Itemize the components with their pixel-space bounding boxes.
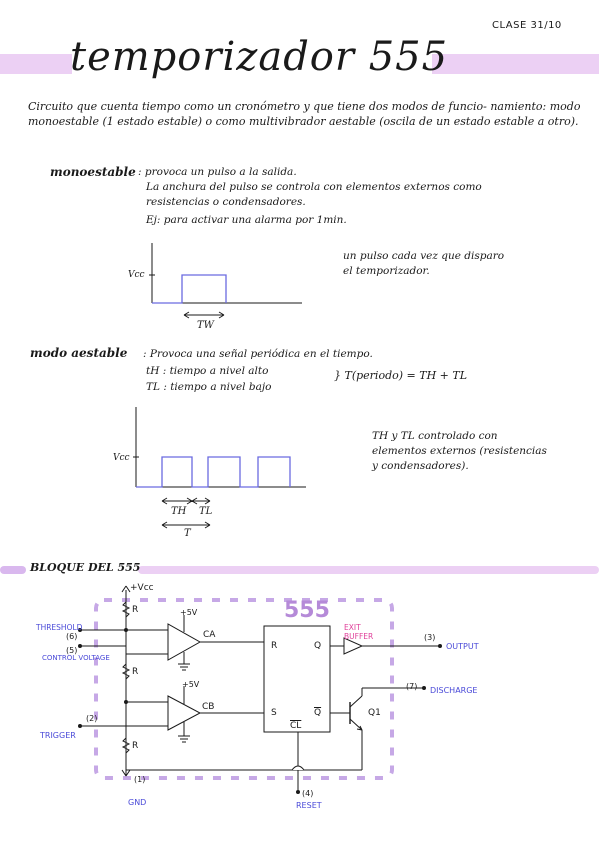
control-voltage-label: CONTROL VOLTAGE	[42, 654, 110, 662]
bloque-highlight-right	[138, 566, 599, 574]
class-date: CLASE 31/10	[492, 20, 562, 31]
bloque-highlight-left	[0, 566, 26, 574]
mono-label: monoestable	[50, 165, 136, 179]
aest-note-3: y condensadores).	[372, 460, 469, 472]
aest-line-1: : Provoca una señal periódica en el tiem…	[143, 348, 373, 360]
pin-1-label: (1)	[134, 775, 146, 784]
block-555-schematic	[78, 585, 442, 794]
buffer-label: BUFFER	[344, 632, 374, 641]
discharge-label: DISCHARGE	[430, 686, 478, 695]
aest-line-4: } T(periodo) = TH + TL	[334, 369, 468, 382]
vcc-label: +Vcc	[130, 583, 154, 593]
comparator-ca-label: CA	[203, 630, 216, 640]
exit-label: EXIT	[344, 623, 361, 632]
ff-r-label: R	[271, 641, 278, 651]
pin-2-label: (2)	[86, 714, 98, 723]
pin-3-label: (3)	[424, 633, 436, 642]
pin-7-label: (7)	[406, 682, 418, 691]
output-label: OUTPUT	[446, 642, 479, 651]
aest-waveform	[133, 407, 306, 529]
transistor-q1-label: Q1	[368, 708, 381, 718]
plus5v-b-label: +5V	[182, 680, 200, 689]
chip-label-555: 555	[284, 598, 330, 623]
mono-line-1: : provoca un pulso a la salida.	[138, 166, 297, 178]
mono-line-2: La anchura del pulso se controla con ele…	[146, 181, 482, 193]
mono-line-4: Ej: para activar una alarma por 1min.	[146, 214, 347, 226]
aest-note-2: elementos externos (resistencias	[372, 445, 547, 457]
aest-line-3: TL : tiempo a nivel bajo	[146, 381, 272, 393]
mono-tw-label: TW	[197, 320, 214, 331]
resistor-2-label: R	[132, 667, 139, 677]
comparator-cb-label: CB	[202, 702, 215, 712]
intro-paragraph: Circuito que cuenta tiempo como un cronó…	[28, 100, 581, 128]
aest-th-label: TH	[171, 506, 187, 517]
reset-label: RESET	[296, 801, 322, 810]
pin-4-label: (4)	[302, 789, 314, 798]
plus5v-a-label: +5V	[180, 608, 198, 617]
aest-line-2: tH : tiempo a nivel alto	[146, 365, 269, 377]
ff-qbar-label: Q	[314, 708, 322, 718]
title-highlight-left	[0, 54, 72, 74]
mono-note-2: el temporizador.	[343, 265, 430, 277]
mono-vcc-label: Vcc	[128, 270, 145, 280]
trigger-label: TRIGGER	[40, 731, 76, 740]
aest-tl-label: TL	[199, 506, 213, 517]
ff-q-label: Q	[314, 641, 322, 651]
aest-vcc-label: Vcc	[113, 453, 130, 463]
aest-label: modo aestable	[30, 346, 128, 360]
bloque-title: BLOQUE DEL 555	[30, 561, 141, 574]
mono-line-3: resistencias o condensadores.	[146, 196, 306, 208]
page-title: temporizador 555	[70, 34, 449, 80]
ff-s-label: S	[271, 708, 277, 718]
aest-t-label: T	[184, 528, 191, 539]
resistor-3-label: R	[132, 741, 139, 751]
threshold-label: THRESHOLD	[36, 623, 83, 632]
mono-note-1: un pulso cada vez que disparo	[343, 250, 505, 262]
gnd-label: GND	[128, 798, 147, 807]
mono-waveform	[149, 243, 302, 319]
pin-6-label: (6)	[66, 632, 78, 641]
title-highlight-right	[432, 54, 599, 74]
ff-cl-label: CL	[290, 721, 302, 731]
aest-note-1: TH y TL controlado con	[372, 430, 498, 442]
pin-5-label: (5)	[66, 646, 78, 655]
resistor-1-label: R	[132, 605, 139, 615]
